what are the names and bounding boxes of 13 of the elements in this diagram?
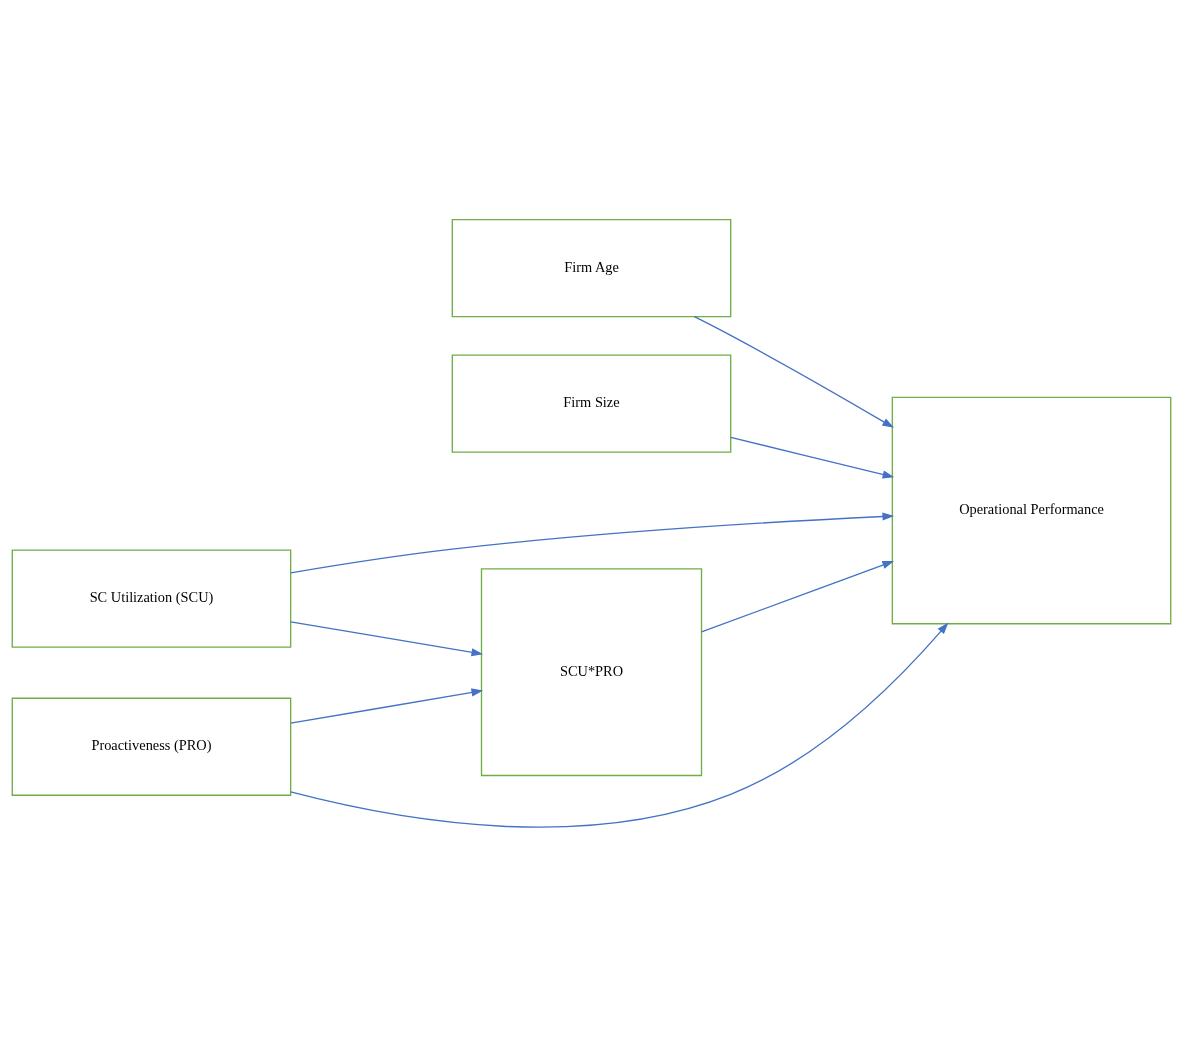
arrow xyxy=(693,315,894,428)
node-box: Proactiveness (PRO) xyxy=(11,697,292,796)
arrow xyxy=(290,687,484,724)
node-box: SCU*PRO xyxy=(480,567,703,776)
node-box: Operational Performance xyxy=(891,396,1172,624)
arrow xyxy=(290,511,895,574)
arrow xyxy=(700,560,895,633)
arrow xyxy=(290,622,949,828)
arrow xyxy=(730,436,895,478)
arrow xyxy=(290,620,484,656)
node-box: Firm Age xyxy=(451,218,732,317)
node-box: SC Utilization (SCU) xyxy=(11,548,292,648)
node-box: Firm Size xyxy=(451,354,732,453)
